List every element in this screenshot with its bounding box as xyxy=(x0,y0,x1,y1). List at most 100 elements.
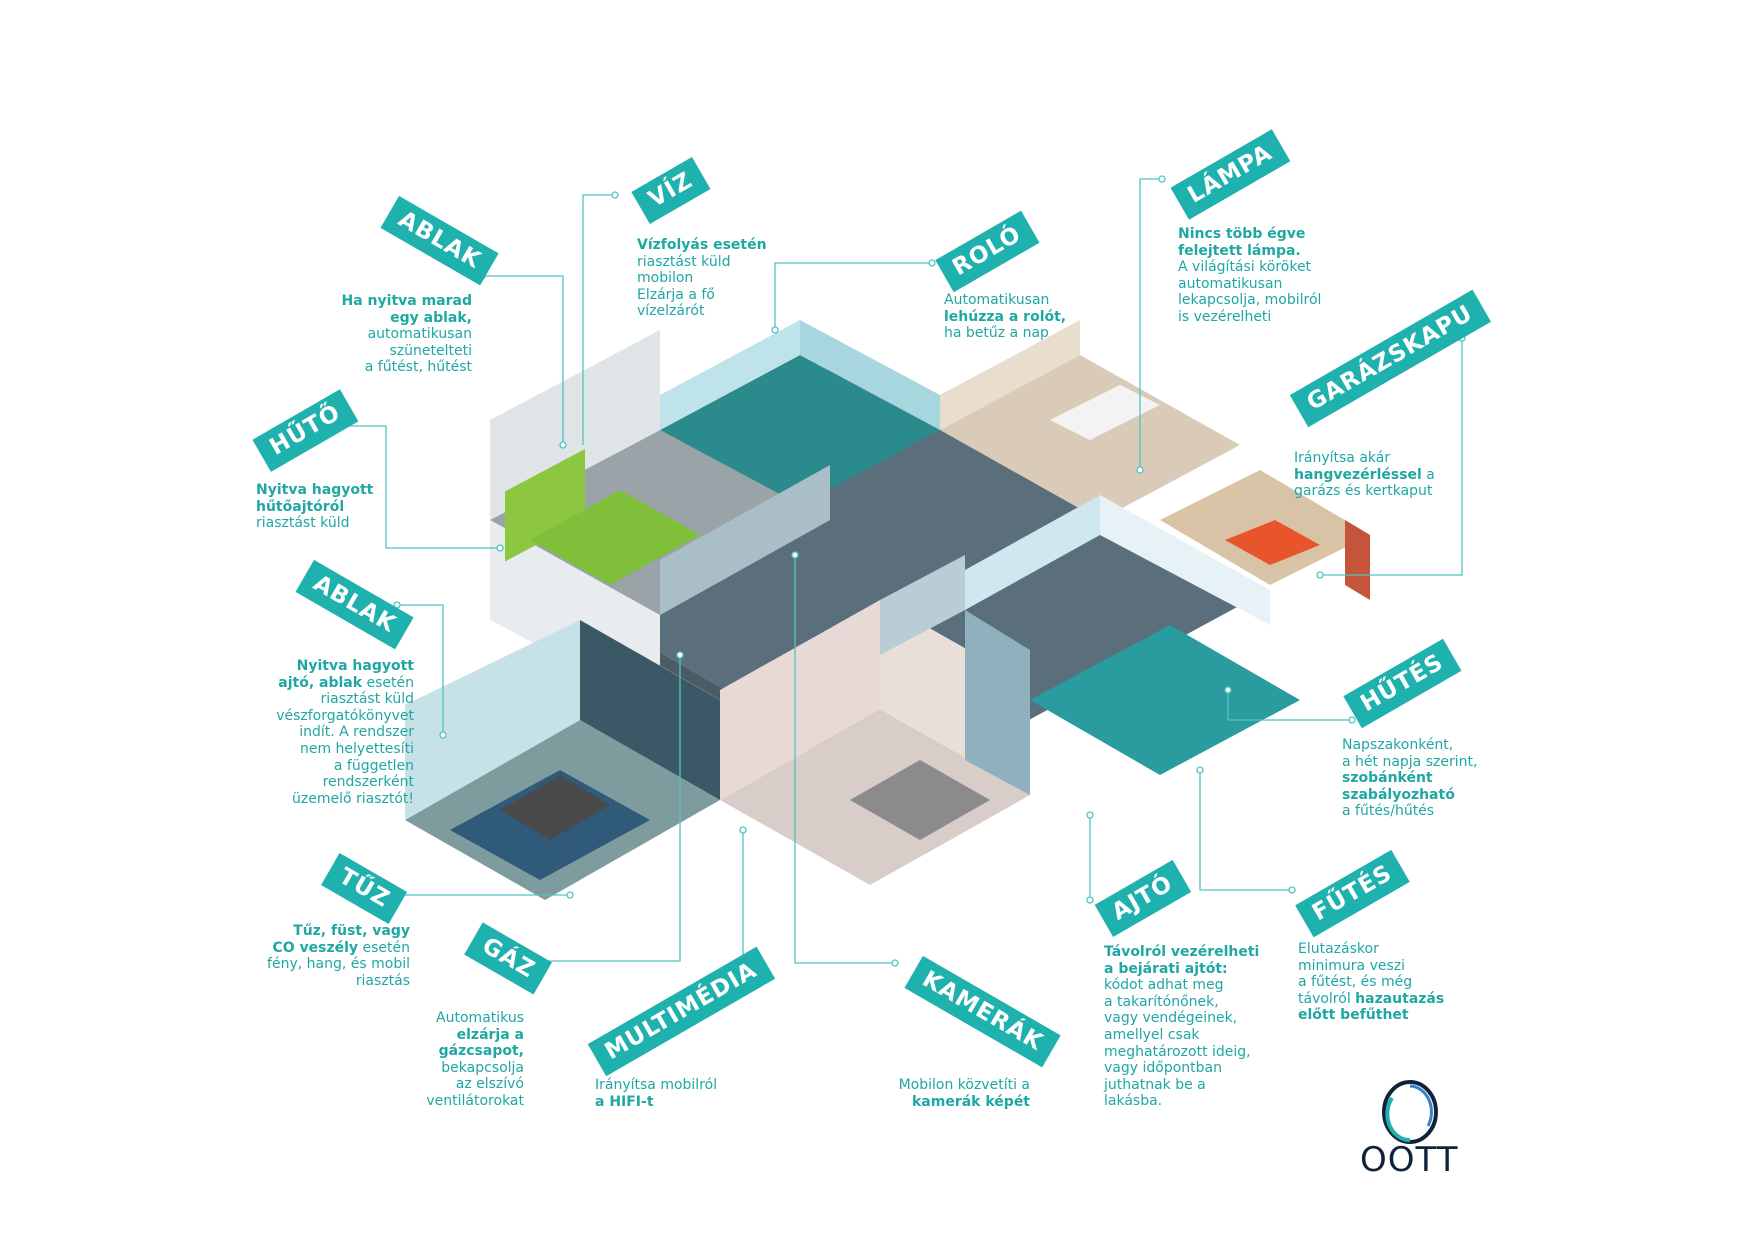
connector-ablak2-end xyxy=(439,731,447,739)
desc-line: CO veszély esetén xyxy=(210,940,410,957)
living-wall xyxy=(940,320,1080,430)
ring-logo-icon xyxy=(1382,1080,1438,1144)
desc-line: nem helyettesíti xyxy=(299,740,414,757)
desc-line: Automatikusan xyxy=(944,292,1050,308)
desc-huto: Nyitva hagyott hűtőajtóról riasztást kül… xyxy=(256,482,456,532)
connector-lampa-end xyxy=(1136,466,1144,474)
desc-multimedia: Irányítsa mobilról a HIFI-t xyxy=(595,1077,795,1110)
desc-line: vagy vendégeinek, xyxy=(1104,1010,1238,1027)
desc-line: Tűz, füst, vagy xyxy=(293,923,410,939)
connector-ajto-end xyxy=(1086,811,1094,819)
desc-line: riasztás xyxy=(355,972,410,989)
hall-wall-2 xyxy=(965,610,1030,795)
kids-floor xyxy=(1030,625,1300,775)
connector-futes xyxy=(1199,770,1292,891)
desc-line: üzemelő riasztót! xyxy=(291,790,414,807)
connector-futes-end xyxy=(1196,766,1204,774)
desc-rolo: Automatikusan lehúzza a rolót, ha betűz … xyxy=(944,292,1144,342)
desc-line: hangvezérléssel a xyxy=(1294,467,1494,484)
desc-line: minimura veszi xyxy=(1298,957,1406,974)
desc-hutes: Napszakonként, a hét napja szerint, szob… xyxy=(1342,737,1542,820)
bedroom-wall xyxy=(720,600,880,800)
desc-line: a fűtés/hűtés xyxy=(1342,803,1435,820)
connector-lampa xyxy=(1139,178,1162,470)
connector-huto-end xyxy=(496,544,504,552)
desc-line: a fűtést, hűtést xyxy=(364,359,472,376)
desc-line: automatikusan xyxy=(367,326,472,343)
connector-lines xyxy=(334,175,1466,992)
desc-line: kódot adhat meg xyxy=(1104,977,1224,994)
desc-line: fény, hang, és mobil xyxy=(267,956,410,973)
desc-line: felejtett lámpa. xyxy=(1178,242,1301,259)
desc-line: is vezérelheti xyxy=(1178,308,1272,325)
desc-kamerak: Mobilon közvetíti a kamerák képét xyxy=(830,1077,1030,1110)
connector-huto xyxy=(338,425,500,549)
desc-ablak-1: Ha nyitva marad egy ablak, automatikusan… xyxy=(286,293,472,376)
desc-line: a HIFI-t xyxy=(595,1093,654,1110)
desc-tuz: Tűz, füst, vagy CO veszély esetén fény, … xyxy=(210,923,410,989)
desc-line: egy ablak, xyxy=(390,309,472,326)
desc-line: Napszakonként, xyxy=(1342,737,1454,753)
desc-ajto: Távolról vezérelheti a bejárati ajtót: k… xyxy=(1104,944,1304,1110)
desc-line: Ha nyitva marad xyxy=(341,293,472,309)
connector-lampa-dot xyxy=(1158,175,1166,183)
bathroom-wall xyxy=(660,320,800,430)
desc-line: előtt befűthet xyxy=(1298,1007,1409,1024)
desc-gaz: Automatikus elzárja a gázcsapot, bekapcs… xyxy=(330,1010,524,1110)
desc-line: távolról hazautazás xyxy=(1298,991,1498,1008)
desc-line: lehúzza a rolót, xyxy=(944,308,1067,325)
desc-line: Távolról vezérelheti xyxy=(1104,944,1260,960)
bedroom-bed xyxy=(850,760,990,840)
desc-line: Vízfolyás esetén xyxy=(637,237,767,253)
connector-kamerak-dot xyxy=(891,959,899,967)
desc-line: ventilátorokat xyxy=(426,1092,524,1109)
connector-ajto-dot xyxy=(1086,896,1094,904)
connector-hutes xyxy=(1227,690,1352,721)
kitchen-cabinets xyxy=(505,448,585,562)
desc-line: amellyel csak xyxy=(1104,1026,1200,1043)
hall-wall xyxy=(660,465,830,615)
desc-line: riasztást küld xyxy=(637,253,731,270)
desc-line: bekapcsolja xyxy=(441,1059,524,1076)
desc-ablak-2: Nyitva hagyott ajtó, ablak esetén riaszt… xyxy=(214,658,414,807)
desc-line: hűtőajtóról xyxy=(256,498,345,515)
connector-rolo-dot xyxy=(928,259,936,267)
desc-text: a xyxy=(1421,466,1435,483)
desc-line: a hét napja szerint, xyxy=(1342,753,1478,770)
garage-brick-wall xyxy=(1345,520,1370,600)
bathroom-wall-2 xyxy=(800,320,940,430)
connector-gaz xyxy=(541,655,681,962)
desc-line: szabályozható xyxy=(1342,786,1455,803)
desc-line: indít. A rendszer xyxy=(299,724,414,741)
connector-garazskapu xyxy=(1320,338,1463,576)
desc-line: Nincs több égve xyxy=(1178,226,1306,242)
desc-line: a független xyxy=(333,757,414,774)
desc-line: vészforgatókönyvet xyxy=(276,707,414,724)
desc-bold: hazautazás xyxy=(1355,990,1445,1007)
desc-line: Elzárja a fő xyxy=(637,286,715,303)
desc-lampa: Nincs több égve felejtett lámpa. A világ… xyxy=(1178,226,1378,326)
connector-kamerak xyxy=(794,555,895,964)
desc-line: Irányítsa akár xyxy=(1294,450,1391,466)
desc-line: elzárja a xyxy=(456,1026,524,1043)
brand-logo-text: OOTT xyxy=(1360,1140,1459,1180)
desc-bold: CO veszély xyxy=(272,939,359,956)
desc-line: juthatnak be a xyxy=(1104,1076,1206,1093)
connector-multimedia-end xyxy=(739,826,747,834)
desc-text: esetén xyxy=(362,674,414,691)
desc-line: vízelzárót xyxy=(637,303,705,320)
desc-line: Mobilon közvetíti a xyxy=(898,1077,1030,1093)
connector-hutes-dot xyxy=(1348,716,1356,724)
connector-ablak2 xyxy=(397,604,444,735)
desc-line: szünetelteti xyxy=(389,342,472,359)
desc-line: riasztást küld xyxy=(256,515,350,532)
office-side-wall xyxy=(580,620,720,800)
kitchen-back-wall xyxy=(490,330,660,520)
desc-line: garázs és kertkaput xyxy=(1294,483,1433,500)
desc-line: Nyitva hagyott xyxy=(256,482,374,498)
kids-wall xyxy=(965,495,1100,610)
desc-line: riasztást küld xyxy=(320,691,415,708)
connector-kamerak-end xyxy=(791,551,799,559)
desc-line: meghatározott ideig, xyxy=(1104,1043,1251,1060)
